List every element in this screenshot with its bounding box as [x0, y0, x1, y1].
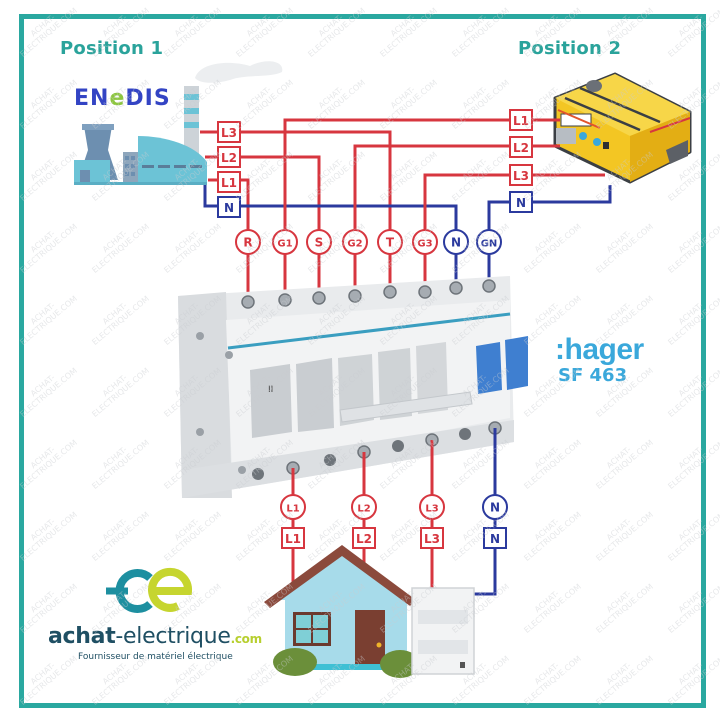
terminal-label-text: N: [451, 236, 461, 250]
handle-marking: II: [268, 385, 273, 395]
house-label-l1: L1: [281, 527, 305, 549]
terminal-top-n: N: [443, 229, 469, 255]
device-model: SF 463: [558, 365, 628, 386]
house-label-n: N: [483, 527, 507, 549]
wire-label-text: N: [516, 196, 526, 210]
grid-label-n: N: [217, 196, 241, 218]
generator-icon: [553, 72, 692, 184]
terminal-label-text: L1: [286, 504, 299, 515]
position-1-title: Position 1: [60, 38, 164, 59]
wire-label-text: L3: [513, 169, 529, 183]
terminal-top-r: R: [235, 229, 261, 255]
terminal-bottom-l3: L3: [419, 494, 445, 520]
house-label-l2: L2: [352, 527, 376, 549]
terminal-label-text: L2: [357, 504, 370, 515]
company-name-rest: -electrique: [115, 624, 231, 649]
house-icon: [264, 545, 420, 678]
wire-label-text: L2: [221, 151, 237, 165]
generator-label-l1: L1: [509, 109, 533, 131]
generator-label-n: N: [509, 191, 533, 213]
terminal-label-text: S: [315, 236, 324, 250]
company-name-bold: achat: [48, 624, 116, 649]
position-2-title: Position 2: [518, 38, 622, 59]
company-name: achat-electrique.com: [48, 624, 262, 649]
enedis-logo-part: EN: [74, 86, 110, 111]
smoke-icon: [195, 61, 283, 83]
terminal-top-g3: G3: [412, 229, 438, 255]
terminal-label-text: G3: [417, 239, 432, 250]
wire-label-text: L3: [221, 126, 237, 140]
grid-label-l1: L1: [217, 171, 241, 193]
terminal-bottom-n: N: [482, 494, 508, 520]
wire-label-text: L2: [356, 532, 372, 546]
wire-label-text: L1: [513, 114, 529, 128]
wire-label-text: N: [490, 532, 500, 546]
terminal-label-text: T: [386, 236, 395, 250]
terminal-label-text: G2: [347, 239, 362, 250]
terminal-label-text: R: [243, 236, 252, 250]
wire-label-text: N: [224, 201, 234, 215]
distribution-panel-icon: [411, 587, 475, 675]
terminal-top-g1: G1: [272, 229, 298, 255]
generator-label-l3: L3: [509, 164, 533, 186]
terminal-top-gn: GN: [476, 229, 502, 255]
top-terminal-screws: [241, 279, 496, 309]
terminal-top-t: T: [377, 229, 403, 255]
hager-logo: :hager: [555, 333, 644, 366]
wire-label-text: L1: [285, 532, 301, 546]
terminal-bottom-l2: L2: [351, 494, 377, 520]
diagram-frame: [19, 14, 706, 708]
house-label-l3: L3: [420, 527, 444, 549]
terminal-top-g2: G2: [342, 229, 368, 255]
wire-label-text: L1: [221, 176, 237, 190]
company-tagline: Fournisseur de matériel électrique: [78, 652, 233, 662]
terminal-bottom-l1: L1: [280, 494, 306, 520]
achat-electrique-logo-icon: [106, 567, 193, 613]
terminal-top-s: S: [306, 229, 332, 255]
company-tld: .com: [230, 632, 263, 646]
terminal-label-text: G1: [277, 239, 292, 250]
wire-label-text: L2: [513, 141, 529, 155]
grid-label-l2: L2: [217, 146, 241, 168]
terminal-label-text: N: [490, 501, 500, 515]
generator-label-l2: L2: [509, 136, 533, 158]
enedis-logo-part: DIS: [125, 86, 171, 111]
terminal-label-text: L3: [425, 504, 438, 515]
enedis-logo: ENeDIS: [74, 86, 171, 111]
wire-label-text: L3: [424, 532, 440, 546]
grid-label-l3: L3: [217, 121, 241, 143]
terminal-label-text: GN: [481, 239, 498, 250]
enedis-logo-part: e: [109, 86, 126, 111]
power-plant-icon: [74, 86, 207, 185]
